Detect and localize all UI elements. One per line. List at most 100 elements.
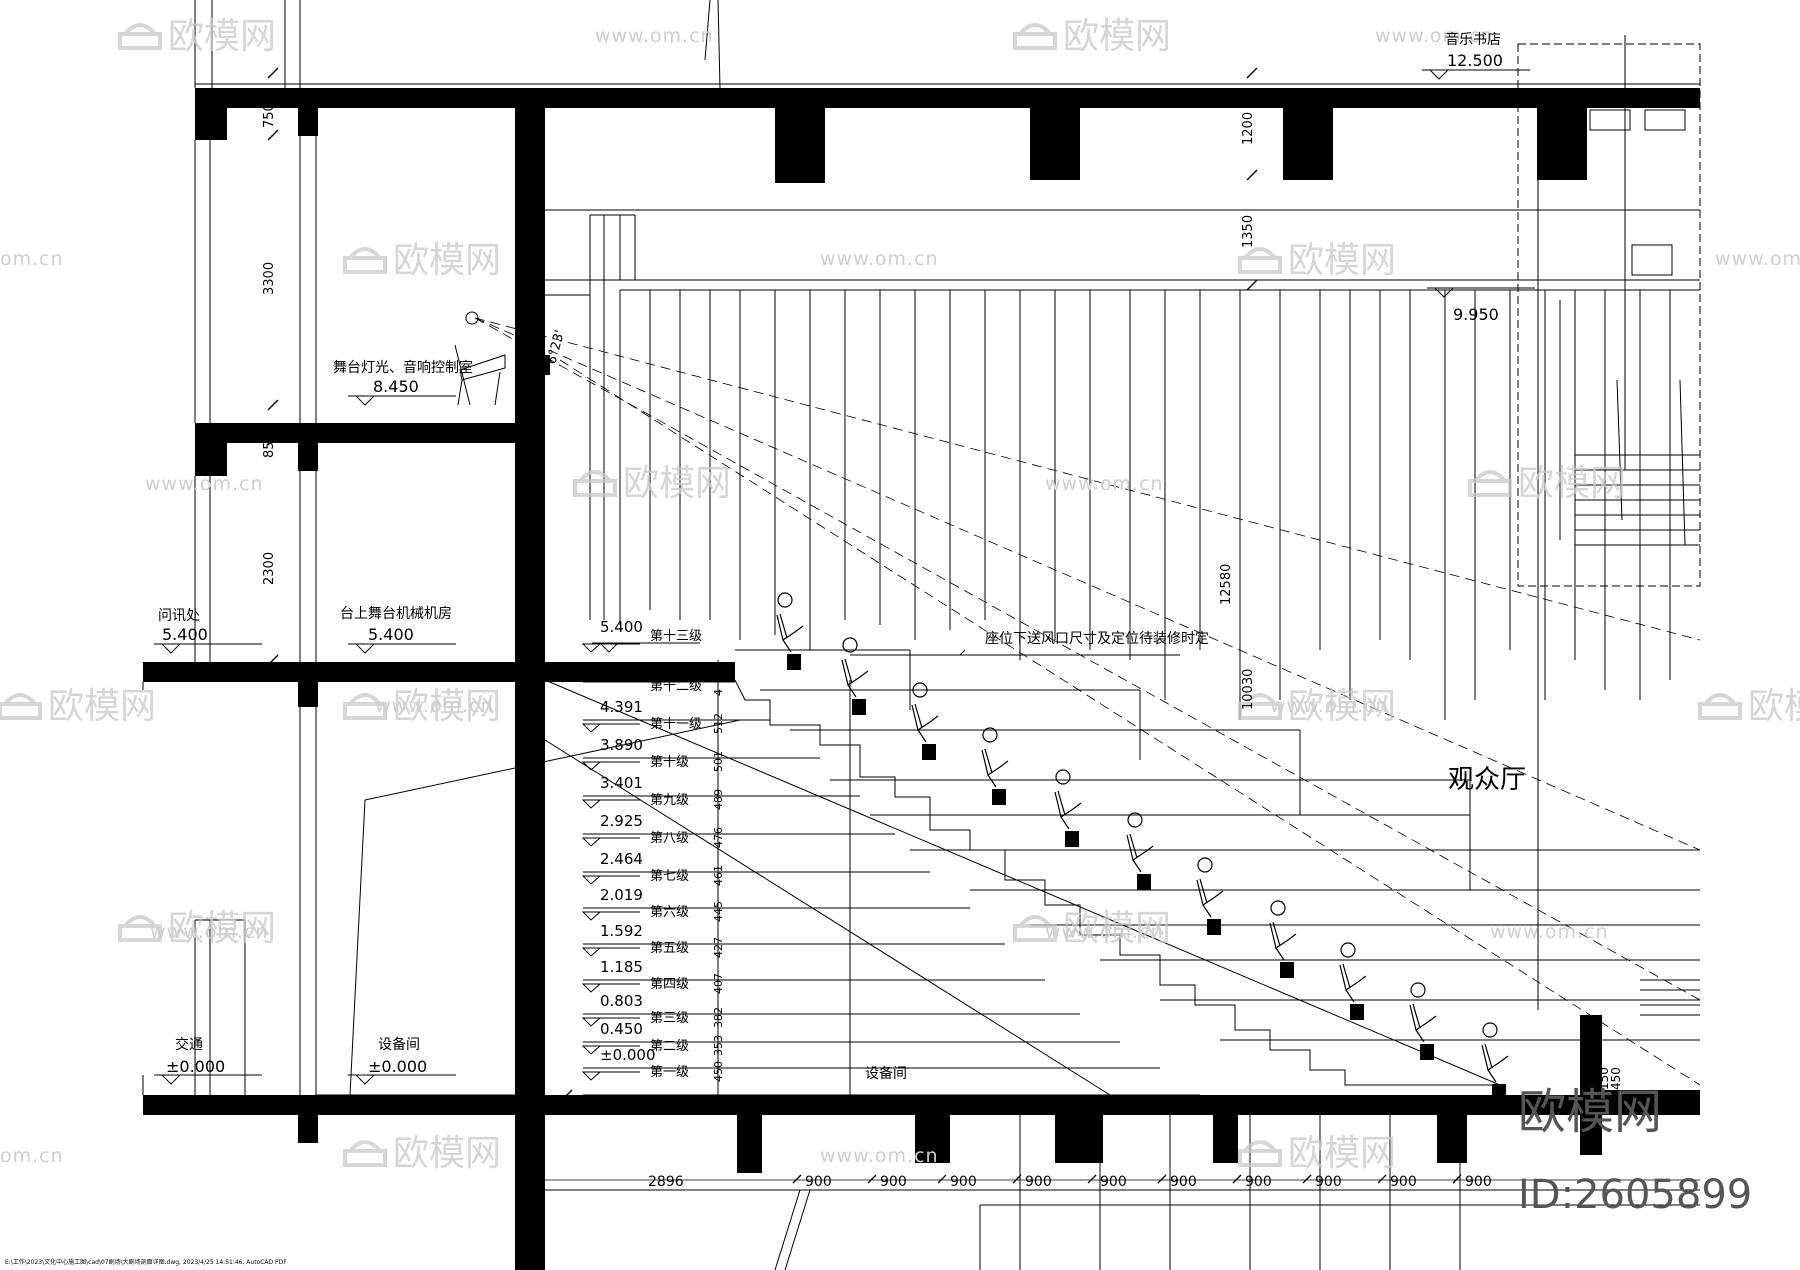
tier-row: 1.185 第四级 407: [581, 958, 725, 994]
brand-logo: 欧模网: [1518, 1084, 1662, 1140]
dim-750: 750: [262, 103, 277, 128]
svg-text:欧模网: 欧模网: [1518, 463, 1626, 504]
elevation-marker: [581, 1071, 640, 1081]
tier-elevation: 3.401: [600, 774, 643, 792]
tier-elevation: 1.185: [600, 958, 643, 976]
svg-text:欧模网: 欧模网: [1748, 686, 1800, 727]
dim-tick: [1157, 1174, 1167, 1184]
watermark-url: www.om.cn: [1045, 473, 1164, 495]
dim-450: 450: [1581, 1025, 1595, 1048]
elevation-marker: [581, 875, 640, 885]
row-spacing-label: 900: [1465, 1174, 1492, 1190]
elevation-marker: [581, 643, 640, 653]
tier-rise: 461: [712, 865, 725, 886]
thin-lines: [142, 0, 1701, 1270]
tier-level: 第十二级: [650, 679, 702, 694]
elev-machinery: 5.400: [368, 625, 414, 644]
dimension-ticks: [267, 67, 1258, 1101]
elevation-marker: [348, 643, 456, 654]
dim-tick: [1452, 1174, 1462, 1184]
tier-elevation: 1.592: [600, 922, 643, 940]
room-control: 舞台灯光、音响控制室: [333, 359, 473, 376]
row-spacing-label: 900: [1100, 1174, 1127, 1190]
watermark-url: www.om.cn: [595, 25, 714, 47]
svg-text:欧模网: 欧模网: [1288, 686, 1396, 727]
seat-icon: [1481, 1022, 1509, 1100]
tier-rise: 489: [712, 789, 725, 810]
tier-rise: 353: [712, 1035, 725, 1056]
elevation-marker: [581, 837, 640, 847]
watermark-url: www.om.cn: [1375, 25, 1494, 47]
seat-icon: [841, 637, 869, 715]
dim-150: 150: [1597, 1067, 1611, 1090]
tier-rise: 512: [712, 713, 725, 734]
tier-rise: 4: [712, 689, 725, 696]
elevation-marker: [348, 395, 456, 406]
elevation-marker: [581, 761, 640, 771]
tier-level: 第六级: [650, 905, 689, 920]
tier-level: 第十级: [650, 755, 689, 770]
room-reception: 问讯处: [158, 608, 200, 624]
svg-text:欧模网: 欧模网: [1288, 240, 1396, 281]
dim-angle: 6°23': [544, 328, 568, 366]
svg-text:欧模网: 欧模网: [393, 1133, 501, 1174]
elev-music-store: 12.500: [1447, 51, 1503, 70]
dim-200: 200: [1581, 1067, 1595, 1090]
elev-traffic: ±0.000: [166, 1057, 225, 1076]
labels: 音乐书店 12.500 9.950 舞台灯光、音响控制室 8.450 问讯处 5…: [5, 31, 1623, 1266]
svg-text:欧模网: 欧模网: [48, 686, 156, 727]
watermark-logo: 欧模网: [573, 463, 731, 504]
tier-level: 第四级: [650, 977, 689, 992]
watermark-logo: 欧模网: [118, 908, 276, 949]
watermark-logo: 欧模网: [118, 16, 276, 57]
tier-rise: 427: [712, 937, 725, 958]
tier-rise: 407: [712, 973, 725, 994]
tier-level: 第二级: [650, 1039, 689, 1054]
row-spacing-label: 900: [950, 1174, 977, 1190]
watermark-url: om.cn: [0, 248, 64, 270]
dim-tick: [792, 1174, 802, 1184]
dim-tick: [1232, 1174, 1242, 1184]
tier-level: 第十一级: [650, 717, 702, 732]
tier-level: 第九级: [650, 793, 689, 808]
watermark-url: www.om.cn: [150, 921, 269, 943]
tier-elevation: ±0.000: [600, 1046, 656, 1064]
dim-10030: 10030: [1241, 669, 1256, 710]
tier-row: 第十二级 4: [650, 679, 725, 696]
elevation-marker: [592, 642, 700, 653]
svg-text:欧模网: 欧模网: [393, 240, 501, 281]
elev-reception: 5.400: [162, 625, 208, 644]
elevation-marker: [581, 723, 640, 733]
row-spacing-label: 900: [1315, 1174, 1342, 1190]
tier-rise: 382: [712, 1007, 725, 1028]
svg-text:欧模网: 欧模网: [1288, 1133, 1396, 1174]
tier-elevation: 3.890: [600, 736, 643, 754]
room-equipment-left: 设备间: [378, 1036, 420, 1053]
tier-elevation: 0.803: [600, 992, 643, 1010]
dim-2300: 2300: [262, 552, 277, 585]
dim-900-vertical: 900: [1215, 1118, 1230, 1143]
row-spacing-label: 900: [1025, 1174, 1052, 1190]
tier-elevation: 2.925: [600, 812, 643, 830]
dim-1200: 1200: [1241, 112, 1256, 145]
room-auditorium: 观众厅: [1448, 765, 1526, 795]
dim-850: 850: [262, 433, 277, 458]
svg-text:欧模网: 欧模网: [623, 463, 731, 504]
note-seat-vent: 座位下送风口尺寸及定位待装修时定: [985, 631, 1209, 647]
elevation-marker: [581, 983, 640, 993]
watermark-logo: 欧模网: [1238, 1133, 1396, 1174]
watermark-logo: 欧模网: [343, 686, 501, 727]
watermark-logo: 欧模网: [1468, 463, 1626, 504]
brand-block: 欧模网 ID:2605899: [1518, 1084, 1752, 1218]
watermark-url: www.om.cn: [1045, 921, 1164, 943]
watermark-logo: 欧模网: [343, 240, 501, 281]
room-equipment-bottom: 设备间: [865, 1065, 907, 1082]
